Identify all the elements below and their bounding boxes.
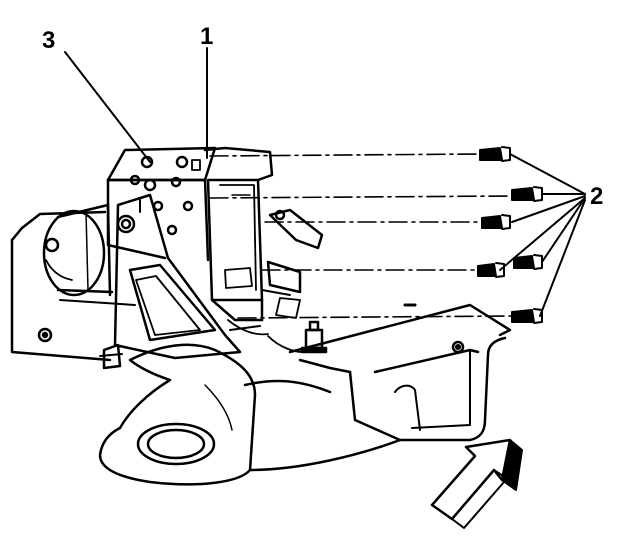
abs-modulator bbox=[106, 146, 217, 262]
left-bracket bbox=[99, 193, 242, 370]
bolt bbox=[477, 262, 505, 278]
callout-1: 1 bbox=[200, 23, 213, 50]
mounting-bracket bbox=[288, 303, 512, 442]
alignment-lines bbox=[209, 153, 513, 319]
direction-arrow-icon bbox=[430, 438, 523, 529]
bolts bbox=[477, 146, 543, 324]
pump-motor bbox=[42, 203, 114, 297]
bolt bbox=[513, 254, 543, 270]
callout-2: 2 bbox=[590, 183, 603, 210]
crossmember bbox=[98, 343, 402, 486]
bolt bbox=[479, 146, 511, 162]
mount-nut bbox=[229, 320, 328, 354]
bolt bbox=[511, 308, 543, 324]
control-module bbox=[203, 146, 274, 336]
bolt bbox=[481, 214, 511, 230]
bolt bbox=[511, 186, 543, 202]
callouts: 1 3 2 bbox=[42, 23, 603, 210]
callout-3: 3 bbox=[42, 27, 55, 54]
connector-fittings bbox=[261, 208, 324, 319]
leader-lines bbox=[64, 47, 586, 317]
